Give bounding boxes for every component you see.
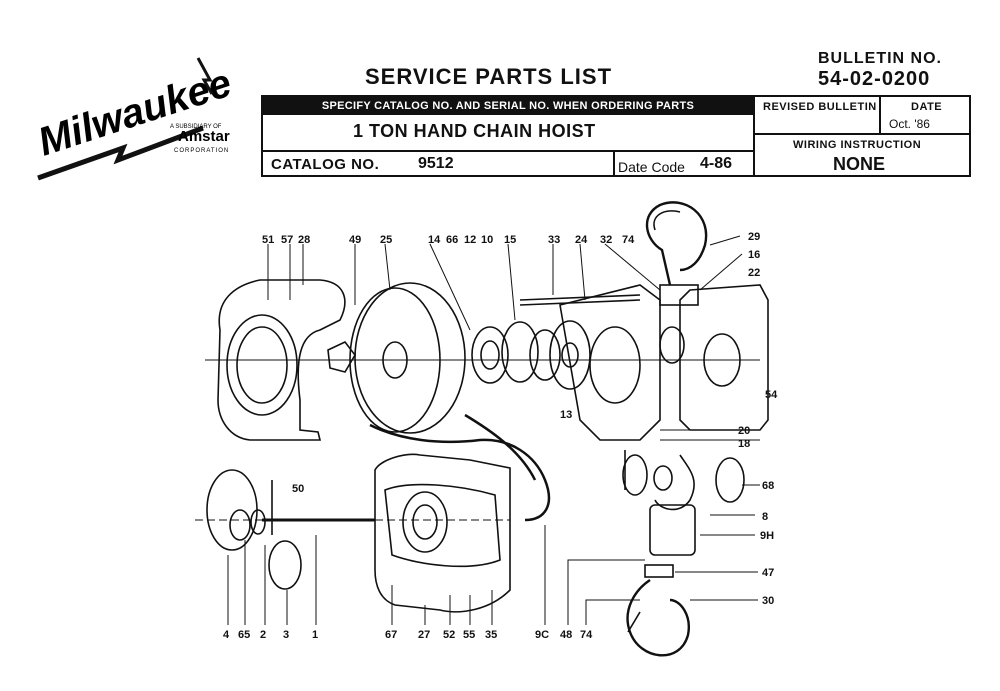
page-title: SERVICE PARTS LIST <box>365 64 613 89</box>
callout-28: 28 <box>298 234 310 246</box>
callout-54: 54 <box>765 389 778 401</box>
callout-55: 55 <box>463 629 475 641</box>
callout-4: 4 <box>223 629 230 641</box>
callout-9c: 9C <box>535 629 549 641</box>
subsidiary-name: Amstar <box>178 128 230 145</box>
callout-12: 12 <box>464 234 476 246</box>
callout-33: 33 <box>548 234 560 246</box>
callout-35: 35 <box>485 629 497 641</box>
callout-2: 2 <box>260 629 266 641</box>
callout-51: 51 <box>262 234 274 246</box>
callout-25: 25 <box>380 234 392 246</box>
callout-3: 3 <box>283 629 289 641</box>
callout-65: 65 <box>238 629 250 641</box>
callout-66: 66 <box>446 234 458 246</box>
pinion-gear-part <box>206 469 258 551</box>
callout-68: 68 <box>762 480 774 492</box>
load-chain-part <box>624 450 695 511</box>
frame-plate-part <box>679 284 769 431</box>
callout-20: 20 <box>738 425 750 437</box>
top-hook-part <box>645 201 708 286</box>
callout-50: 50 <box>292 483 304 495</box>
date-value: Oct. '86 <box>889 117 930 131</box>
callout-9h: 9H <box>760 530 774 542</box>
callout-16: 16 <box>748 249 760 261</box>
hand-chain-part <box>369 423 551 522</box>
catalog-value: 9512 <box>418 155 454 172</box>
subsidiary-line1: A SUBSIDIARY OF <box>170 124 222 130</box>
callout-48: 48 <box>560 629 572 641</box>
callout-8: 8 <box>762 511 768 523</box>
callout-29: 29 <box>748 231 760 243</box>
callout-24: 24 <box>575 234 588 246</box>
callout-49: 49 <box>349 234 361 246</box>
callout-27: 27 <box>418 629 430 641</box>
callout-30: 30 <box>762 595 774 607</box>
callout-74-top: 74 <box>622 234 635 246</box>
ratchet-disc-part <box>501 321 539 383</box>
side-cover-part <box>217 279 346 441</box>
callout-57: 57 <box>281 234 293 246</box>
lightning-bolt-icon <box>37 125 204 181</box>
hand-wheel-part <box>349 287 441 433</box>
callout-52: 52 <box>443 629 455 641</box>
date-label: DATE <box>911 101 943 113</box>
load-gear-part <box>268 540 302 590</box>
side-cover-opening <box>226 314 298 416</box>
wiring-label: WIRING INSTRUCTION <box>793 139 922 151</box>
bolt-mark-icon <box>196 57 214 95</box>
callout-22: 22 <box>748 267 760 279</box>
divider-date <box>879 97 881 133</box>
catalog-label: CATALOG NO. <box>271 156 380 173</box>
divider-right-horizontal <box>755 133 971 135</box>
subsidiary-line2: CORPORATION <box>174 148 229 154</box>
callout-67: 67 <box>385 629 397 641</box>
header-table: SPECIFY CATALOG NO. AND SERIAL NO. WHEN … <box>261 95 971 177</box>
callout-74-bottom: 74 <box>580 629 593 641</box>
callout-47: 47 <box>762 567 774 579</box>
hook-collar-part <box>644 564 674 578</box>
milwaukee-logo-graphic: Milwaukee A SUBSIDIARY OF Amstar CORPORA… <box>33 57 237 181</box>
callout-10: 10 <box>481 234 493 246</box>
bottom-hook-part <box>626 579 690 657</box>
gear-housing-part <box>559 284 661 441</box>
bulletin-number: 54-02-0200 <box>818 68 931 90</box>
date-code-label: Date Code <box>618 159 685 175</box>
callout-13: 13 <box>560 409 572 421</box>
callout-14: 14 <box>428 234 441 246</box>
divider-vertical <box>753 97 755 177</box>
specify-note: SPECIFY CATALOG NO. AND SERIAL NO. WHEN … <box>263 97 753 115</box>
date-code-value: 4-86 <box>700 155 733 172</box>
bulletin-label: BULLETIN NO. <box>818 50 942 67</box>
callout-32: 32 <box>600 234 612 246</box>
nut-part <box>327 341 356 373</box>
callout-1: 1 <box>312 629 318 641</box>
callout-15: 15 <box>504 234 516 246</box>
milwaukee-logo: Milwaukee A SUBSIDIARY OF Amstar CORPORA… <box>28 48 258 188</box>
lower-housing-part <box>374 453 511 613</box>
divider-horizontal <box>263 150 753 152</box>
divider-date-code <box>613 152 615 177</box>
revised-bulletin-label: REVISED BULLETIN <box>763 101 877 113</box>
product-name: 1 TON HAND CHAIN HOIST <box>353 121 596 141</box>
callout-18: 18 <box>738 438 750 450</box>
wiring-value: NONE <box>833 154 886 174</box>
